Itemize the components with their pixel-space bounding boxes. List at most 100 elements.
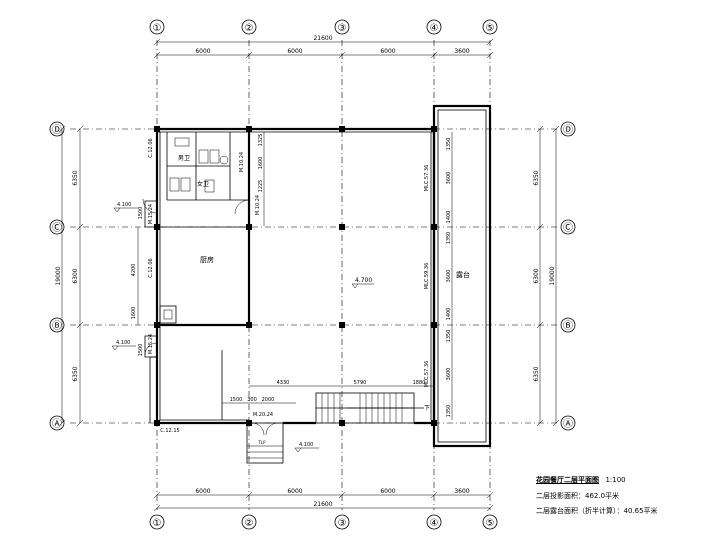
svg-text:③: ③: [338, 23, 347, 34]
interior-walls: [157, 129, 251, 420]
right-dim-1: 6350: [533, 170, 540, 185]
axis-row-b-left: Ⓑ: [49, 317, 65, 333]
axis-grid: [70, 40, 560, 510]
door-tag-4: M.10.24: [255, 195, 261, 215]
svg-text:Ⓑ: Ⓑ: [52, 320, 62, 332]
drawing-title-text: 花园餐厅二层平面图: [536, 476, 599, 484]
axis-col-4-top: ④: [426, 19, 442, 35]
terrace: 露台: [432, 104, 492, 448]
inner-dimensions: 1350 3600 1400 1350 3600 1400 1350 3600 …: [131, 132, 453, 420]
svg-text:4330: 4330: [277, 380, 290, 386]
svg-text:1325: 1325: [258, 134, 264, 147]
bottom-dim-2: 6000: [287, 488, 302, 495]
axis-row-d-right: Ⓓ: [560, 121, 576, 137]
drawing-scale: 1:100: [605, 476, 626, 484]
svg-text:3600: 3600: [446, 270, 452, 283]
window-tag-8: C.12.15: [160, 428, 179, 434]
columns: [154, 126, 437, 426]
axis-col-2-bottom: ②: [241, 514, 257, 530]
window-tag-2: C.12.06: [148, 258, 154, 277]
bottom-dim-4: 3600: [454, 488, 469, 495]
toilet-f-label: 女卫: [197, 180, 209, 188]
level-mark-entry: 4.100: [294, 442, 319, 453]
axis-col-2-top: ②: [241, 19, 257, 35]
svg-text:Ⓐ: Ⓐ: [563, 418, 573, 430]
svg-text:5790: 5790: [354, 380, 367, 386]
svg-text:4.100: 4.100: [117, 202, 131, 208]
exterior-walls: [144, 127, 436, 425]
svg-text:3600: 3600: [446, 172, 452, 185]
svg-text:①: ①: [153, 518, 162, 529]
axis-col-3-top: ③: [334, 19, 350, 35]
top-dimensions: 21600 6000 6000 6000 3600: [153, 35, 494, 59]
axis-col-3-bottom: ③: [334, 514, 350, 530]
axis-col-4-bottom: ④: [426, 514, 442, 530]
top-dim-2: 6000: [287, 48, 302, 55]
svg-text:④: ④: [430, 518, 439, 529]
entry-steps: TLP: [246, 422, 284, 464]
axis-row-c-right: Ⓒ: [560, 219, 576, 235]
svg-text:1880: 1880: [413, 380, 426, 386]
svg-text:④: ④: [430, 23, 439, 34]
left-dimensions: 19000 6350 6300 6350: [55, 125, 84, 427]
svg-text:①: ①: [153, 23, 162, 34]
toilet-fixtures: 男卫 女卫: [169, 137, 229, 193]
svg-text:1225: 1225: [258, 180, 264, 193]
left-total-dim: 19000: [55, 266, 62, 285]
kitchen-label: 厨房: [200, 255, 214, 264]
right-dimensions: 6350 6300 6350 19000: [533, 125, 560, 427]
axis-row-a-left: Ⓐ: [49, 415, 65, 431]
door-tag-6: M.15.24: [148, 334, 154, 354]
svg-text:Ⓐ: Ⓐ: [52, 418, 62, 430]
left-dim-2: 6300: [72, 268, 79, 283]
bottom-dim-1: 6000: [195, 488, 210, 495]
svg-text:Ⓓ: Ⓓ: [563, 124, 573, 136]
svg-text:300: 300: [247, 397, 257, 403]
dining-level: 4.700: [355, 277, 372, 284]
svg-text:1350: 1350: [446, 330, 452, 343]
svg-text:Ⓒ: Ⓒ: [52, 222, 62, 234]
svg-text:⑤: ⑤: [486, 23, 495, 34]
level-marks: 4.100 4.100 4.100: [111, 202, 319, 453]
entry-tag: TLP: [257, 440, 266, 445]
top-total-dim: 21600: [313, 35, 332, 42]
svg-text:1600: 1600: [131, 307, 137, 320]
svg-text:Ⓒ: Ⓒ: [563, 222, 573, 234]
axis-bubbles: ① ② ③ ④ ⑤ ① ② ③ ④ ⑤ Ⓓ Ⓒ Ⓑ Ⓐ Ⓓ Ⓒ Ⓑ Ⓐ: [49, 19, 576, 530]
svg-text:1500: 1500: [230, 397, 243, 403]
axis-col-1-bottom: ①: [149, 514, 165, 530]
bottom-dimensions: 6000 6000 6000 3600 21600: [153, 488, 494, 512]
sliding-door-tag-9: MLC.57.36: [424, 165, 430, 192]
svg-text:②: ②: [245, 518, 254, 529]
projection-area: 二层投影面积：462.0平米: [536, 492, 620, 500]
dining-hall: 4.700: [351, 277, 374, 289]
terrace-area: 二层露台面积（折半计算）：40.65平米: [536, 507, 658, 515]
axis-col-5-bottom: ⑤: [482, 514, 498, 530]
axis-row-d-left: Ⓓ: [49, 121, 65, 137]
bottom-total-dim: 21600: [313, 501, 332, 508]
axis-col-5-top: ⑤: [482, 19, 498, 35]
door-tag-3: M.10.24: [239, 152, 245, 172]
kitchen: 厨房: [200, 255, 214, 264]
svg-text:2000: 2000: [262, 397, 275, 403]
svg-text:1350: 1350: [446, 405, 452, 418]
svg-text:1350: 1350: [446, 232, 452, 245]
axis-row-b-right: Ⓑ: [560, 317, 576, 333]
door-swings: [142, 198, 250, 356]
stair: 下: [315, 392, 430, 424]
svg-text:Ⓑ: Ⓑ: [563, 320, 573, 332]
svg-text:4.100: 4.100: [116, 340, 130, 346]
axis-row-c-left: Ⓒ: [49, 219, 65, 235]
level-mark-upper: 4.100: [113, 202, 138, 213]
door-tag-7: M.20.24: [253, 412, 273, 418]
svg-text:③: ③: [338, 518, 347, 529]
right-total-dim: 19000: [549, 266, 556, 285]
svg-text:4200: 4200: [131, 264, 137, 277]
toilet-m-label: 男卫: [178, 155, 190, 162]
right-dim-3: 6350: [533, 366, 540, 381]
svg-text:3600: 3600: [446, 368, 452, 381]
svg-text:②: ②: [245, 23, 254, 34]
svg-text:⑤: ⑤: [486, 518, 495, 529]
top-dim-3: 6000: [380, 48, 395, 55]
svg-text:1500: 1500: [138, 344, 144, 357]
